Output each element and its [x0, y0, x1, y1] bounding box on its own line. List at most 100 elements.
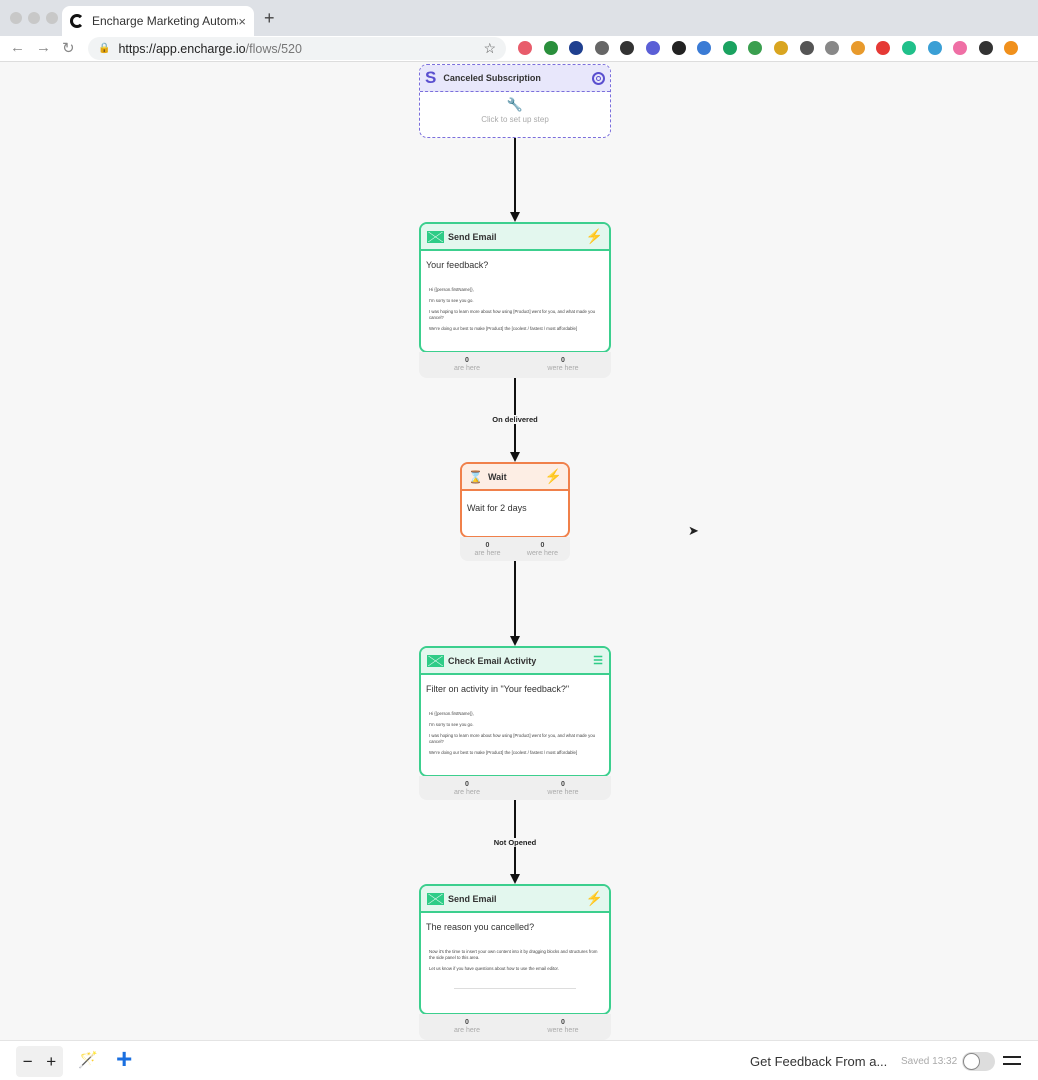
browser-extension-icon[interactable] [722, 41, 737, 55]
new-tab-button[interactable]: + [264, 8, 275, 28]
url-path: /flows/520 [245, 41, 302, 56]
filter-description: Filter on activity in "Your feedback?" [426, 684, 570, 694]
browser-extension-icon[interactable] [671, 41, 686, 55]
send-email-node[interactable]: Send Email⚡ The reason you cancelled? No… [419, 884, 611, 1015]
preview-line: We're doing our best to make [Product] t… [429, 750, 578, 755]
browser-extension-icon[interactable] [953, 41, 968, 55]
target-icon [592, 71, 605, 85]
magic-wand-icon[interactable]: 🪄 [78, 1052, 98, 1069]
browser-extension-icon[interactable] [646, 41, 660, 55]
browser-extension-icon[interactable] [620, 41, 635, 55]
are-here-label: are here [474, 550, 501, 557]
wait-node[interactable]: ⌛Wait⚡ Wait for 2 days [460, 462, 570, 538]
email-subject: Your feedback? [426, 260, 489, 270]
lightning-icon: ⚡ [585, 890, 603, 906]
wrench-icon: 🔧 [506, 97, 524, 112]
preview-line: I'm sorry to see you go. [429, 722, 474, 727]
lock-icon: 🔒 [98, 43, 111, 54]
browser-extension-icon[interactable] [876, 41, 891, 55]
envelope-icon [427, 654, 444, 667]
arrowhead [510, 452, 520, 462]
node-title: Send Email [448, 231, 497, 242]
window-maximize-button[interactable] [46, 12, 58, 24]
were-here-count: 0 [561, 357, 565, 364]
browser-extension-icon[interactable] [799, 41, 814, 55]
tab-close-icon[interactable]: × [238, 13, 246, 29]
bookmark-star-icon[interactable]: ☆ [483, 40, 496, 56]
filter-icon: ☰ [593, 655, 603, 667]
add-step-button[interactable]: + [116, 1043, 133, 1074]
browser-tab[interactable]: Encharge Marketing Automatio × [62, 6, 254, 36]
browser-extension-icon[interactable] [927, 41, 942, 55]
are-here-label: are here [453, 365, 481, 372]
saved-status: Saved 13:32 [901, 1056, 958, 1067]
browser-toolbar: ← → ↻ 🔒 https://app.encharge.io/flows/52… [0, 36, 1038, 62]
mouse-cursor-icon: ➤ [688, 523, 699, 538]
browser-extension-icon[interactable] [543, 41, 558, 55]
were-here-label: were here [547, 365, 579, 372]
menu-icon[interactable] [1003, 1056, 1021, 1065]
were-here-label: were here [547, 1027, 579, 1034]
trigger-title: Canceled Subscription [443, 73, 541, 83]
are-here-count: 0 [465, 1019, 469, 1026]
address-bar[interactable]: 🔒 https://app.encharge.io/flows/520 ☆ [88, 37, 506, 60]
zoom-out-button[interactable]: − [22, 1051, 33, 1071]
preview-line: Hi {{person.firstName}}, [429, 711, 474, 716]
lightning-icon: ⚡ [585, 228, 603, 244]
check-email-activity-node[interactable]: Check Email Activity☰ Filter on activity… [419, 646, 611, 777]
hourglass-icon: ⌛ [468, 469, 483, 484]
forward-icon[interactable]: → [36, 39, 51, 56]
browser-extension-icon[interactable] [594, 41, 609, 55]
window-close-button[interactable] [10, 12, 22, 24]
were-here-count: 0 [561, 781, 565, 788]
browser-tab-bar: Encharge Marketing Automatio × + [0, 0, 1038, 36]
browser-extension-icon[interactable] [1004, 41, 1019, 55]
zoom-in-button[interactable]: + [46, 1051, 57, 1071]
edge-label-not-opened: Not Opened [465, 838, 565, 847]
preview-line: I was hoping to learn more about how usi… [429, 309, 596, 320]
send-email-node[interactable]: Send Email⚡ Your feedback? Hi {{person.f… [419, 222, 611, 353]
browser-extension-icon[interactable] [774, 41, 788, 55]
browser-extension-icon[interactable] [697, 41, 712, 55]
were-here-count: 0 [561, 1019, 565, 1026]
browser-extension-icon[interactable] [748, 41, 763, 55]
trigger-node[interactable]: S Canceled Subscription 🔧 Click to set u… [419, 64, 611, 138]
are-here-label: are here [453, 1027, 481, 1034]
are-here-count: 0 [485, 542, 490, 549]
email-preview: Hi {{person.firstName}}, I'm sorry to see… [421, 694, 609, 756]
preview-line: We're doing our best to make [Product] t… [429, 326, 578, 331]
flow-name[interactable]: Get Feedback From a... [750, 1054, 888, 1069]
edge-line [514, 138, 516, 214]
arrowhead [510, 874, 520, 884]
wait-duration: Wait for 2 days [467, 503, 527, 513]
browser-extension-icon[interactable] [902, 41, 916, 55]
edge-line [514, 561, 516, 638]
browser-extension-icon[interactable] [850, 41, 865, 55]
are-here-count: 0 [465, 357, 469, 364]
were-here-count: 0 [540, 542, 545, 549]
browser-extension-icon[interactable] [825, 41, 840, 55]
browser-extension-icon[interactable] [569, 41, 584, 55]
browser-extension-icon[interactable] [978, 41, 993, 55]
window-minimize-button[interactable] [28, 12, 40, 24]
encharge-logo-icon [70, 14, 84, 28]
reload-icon[interactable]: ↻ [62, 40, 75, 57]
were-here-label: were here [547, 789, 579, 796]
stripe-logo-icon: S [425, 68, 437, 87]
preview-line: Let us know if you have questions about … [429, 966, 559, 971]
preview-line: I'm sorry to see you go. [429, 298, 474, 303]
email-preview: Now it's the time to insert your own con… [421, 932, 609, 989]
url-host: https://app.encharge.io [118, 41, 246, 56]
preview-line: Now it's the time to insert your own con… [429, 949, 598, 960]
back-icon[interactable]: ← [10, 39, 25, 56]
node-title: Send Email [448, 893, 497, 904]
flow-active-toggle[interactable] [962, 1052, 995, 1071]
preview-line: I was hoping to learn more about how usi… [429, 733, 596, 744]
envelope-icon [427, 230, 444, 243]
envelope-icon [427, 892, 444, 905]
browser-extension-icon[interactable] [518, 41, 532, 55]
flow-bottom-bar: − + 🪄 + Get Feedback From a... Saved 13:… [0, 1040, 1038, 1080]
zoom-controls: − + [16, 1046, 63, 1077]
